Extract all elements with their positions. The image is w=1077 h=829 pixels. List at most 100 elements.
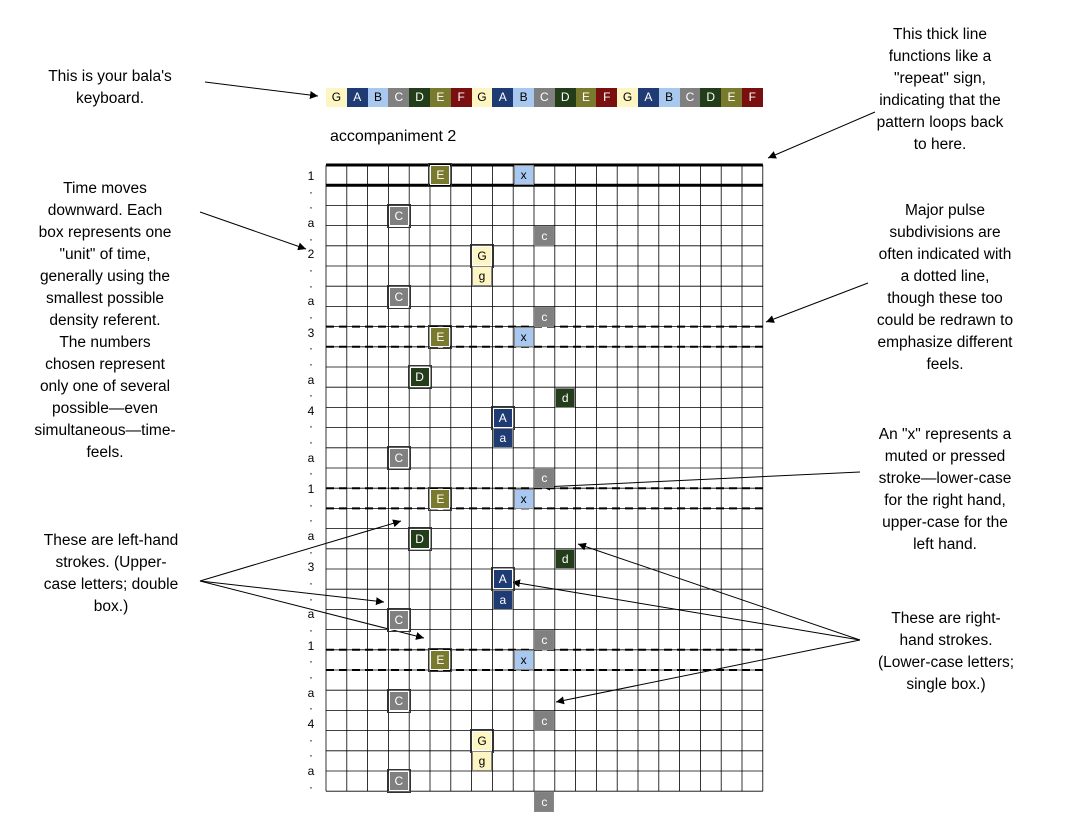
arrow-right-1 xyxy=(577,542,861,641)
row-label: · xyxy=(309,184,313,199)
keyboard-key-0: G xyxy=(326,88,347,107)
left-hand-stroke-C: C xyxy=(386,607,411,632)
arrow-muted xyxy=(541,471,861,491)
right-hand-annotation: These are right- hand strokes. (Lower-ca… xyxy=(877,610,1015,693)
muted-annotation: An "x" represents a muted or pressed str… xyxy=(878,426,1012,553)
keyboard-key-5: E xyxy=(429,88,451,107)
row-label: · xyxy=(309,278,313,293)
right-hand-stroke-d: d xyxy=(555,387,576,408)
arrow-left-2 xyxy=(199,580,385,606)
right-hand-stroke-c: c xyxy=(534,629,555,651)
arrow-repeat xyxy=(767,111,876,159)
left-hand-stroke-E: E xyxy=(428,324,453,350)
row-label: · xyxy=(309,341,313,356)
right-hand-stroke-c: c xyxy=(534,791,555,812)
row-label: 4 xyxy=(307,403,315,418)
row-label: a xyxy=(307,372,315,387)
row-label: · xyxy=(309,701,313,716)
row-label: 1 xyxy=(307,482,315,497)
keyboard-key-18: D xyxy=(700,88,722,107)
right-hand-stroke-c: c xyxy=(534,468,555,489)
right-hand-stroke-c: c xyxy=(534,710,555,731)
pattern-title: accompaniment 2 xyxy=(330,128,457,145)
row-label: · xyxy=(309,419,313,434)
row-label: a xyxy=(307,685,315,700)
row-label: · xyxy=(309,309,313,324)
row-label: a xyxy=(307,763,315,778)
row-label: · xyxy=(309,231,313,246)
row-label: a xyxy=(307,450,315,465)
left-hand-stroke-E: E xyxy=(428,648,453,673)
left-hand-stroke-C: C xyxy=(386,769,411,794)
keyboard-key-20: F xyxy=(741,88,763,107)
row-label: · xyxy=(309,262,313,277)
row-label: 4 xyxy=(307,716,315,731)
right-hand-stroke-x: x xyxy=(513,326,534,348)
left-hand-stroke-C: C xyxy=(386,446,411,471)
keyboard-key-17: C xyxy=(679,88,701,107)
right-hand-stroke-a: a xyxy=(492,589,513,610)
row-label: · xyxy=(309,435,313,450)
row-label: 3 xyxy=(307,560,315,575)
right-hand-stroke-g: g xyxy=(471,266,493,287)
keyboard-key-6: F xyxy=(450,88,472,107)
row-label: a xyxy=(307,529,315,544)
arrow-right-2 xyxy=(511,579,861,641)
row-label: · xyxy=(309,669,313,684)
keyboard-key-16: B xyxy=(658,88,680,107)
row-label: · xyxy=(309,466,313,481)
row-label: · xyxy=(309,513,313,528)
row-label: a xyxy=(307,215,315,230)
keyboard-key-10: C xyxy=(533,88,555,107)
right-hand-stroke-c: c xyxy=(534,225,555,247)
arrow-left-3 xyxy=(199,580,425,640)
right-hand-stroke-c: c xyxy=(534,306,555,327)
row-label: 2 xyxy=(307,247,315,262)
left-hand-stroke-D: D xyxy=(407,365,432,390)
left-hand-stroke-A: A xyxy=(490,405,515,430)
row-label: · xyxy=(309,576,313,591)
row-label: · xyxy=(309,748,313,763)
right-hand-stroke-x: x xyxy=(513,650,534,671)
arrow-left-1 xyxy=(199,519,402,582)
keyboard-key-9: B xyxy=(513,88,534,107)
row-label: 3 xyxy=(307,325,315,340)
row-label: · xyxy=(309,356,313,371)
repeat-annotation: This thick line functions like a "repeat… xyxy=(876,26,1004,153)
left-hand-stroke-C: C xyxy=(386,203,411,228)
keyboard-key-14: G xyxy=(617,88,638,107)
row-label: · xyxy=(309,591,313,606)
right-hand-stroke-g: g xyxy=(471,751,493,772)
keyboard-key-19: E xyxy=(721,88,742,107)
left-hand-stroke-G: G xyxy=(469,244,495,269)
row-label: · xyxy=(309,388,313,403)
keyboard-key-7: G xyxy=(471,88,493,107)
keyboard-key-4: D xyxy=(409,88,430,107)
right-hand-stroke-x: x xyxy=(513,165,534,186)
row-label: · xyxy=(309,732,313,747)
left-hand-stroke-D: D xyxy=(407,526,432,552)
row-label: · xyxy=(309,544,313,559)
row-label: · xyxy=(309,779,313,794)
keyboard-key-13: F xyxy=(596,88,618,107)
left-hand-stroke-C: C xyxy=(386,284,411,309)
right-hand-stroke-d: d xyxy=(555,549,576,570)
row-label: · xyxy=(309,497,313,512)
left-hand-stroke-G: G xyxy=(469,728,495,754)
left-hand-stroke-E: E xyxy=(428,486,453,511)
arrow-time xyxy=(199,211,307,251)
keyboard-key-3: C xyxy=(388,88,410,107)
keyboard-key-8: A xyxy=(492,88,514,107)
pulse-annotation: Major pulse subdivisions are often indic… xyxy=(876,202,1014,373)
left-hand-stroke-C: C xyxy=(386,688,411,713)
row-label: a xyxy=(307,294,315,309)
keyboard-annotation: This is your bala's keyboard. xyxy=(48,68,172,107)
keyboard-key-11: D xyxy=(554,88,576,107)
keyboard-key-12: E xyxy=(575,88,597,107)
keyboard-key-1: A xyxy=(346,88,368,107)
keyboard-key-2: B xyxy=(367,88,389,107)
right-hand-stroke-a: a xyxy=(492,427,513,449)
row-label: · xyxy=(309,200,313,215)
left-hand-stroke-A: A xyxy=(490,567,515,592)
